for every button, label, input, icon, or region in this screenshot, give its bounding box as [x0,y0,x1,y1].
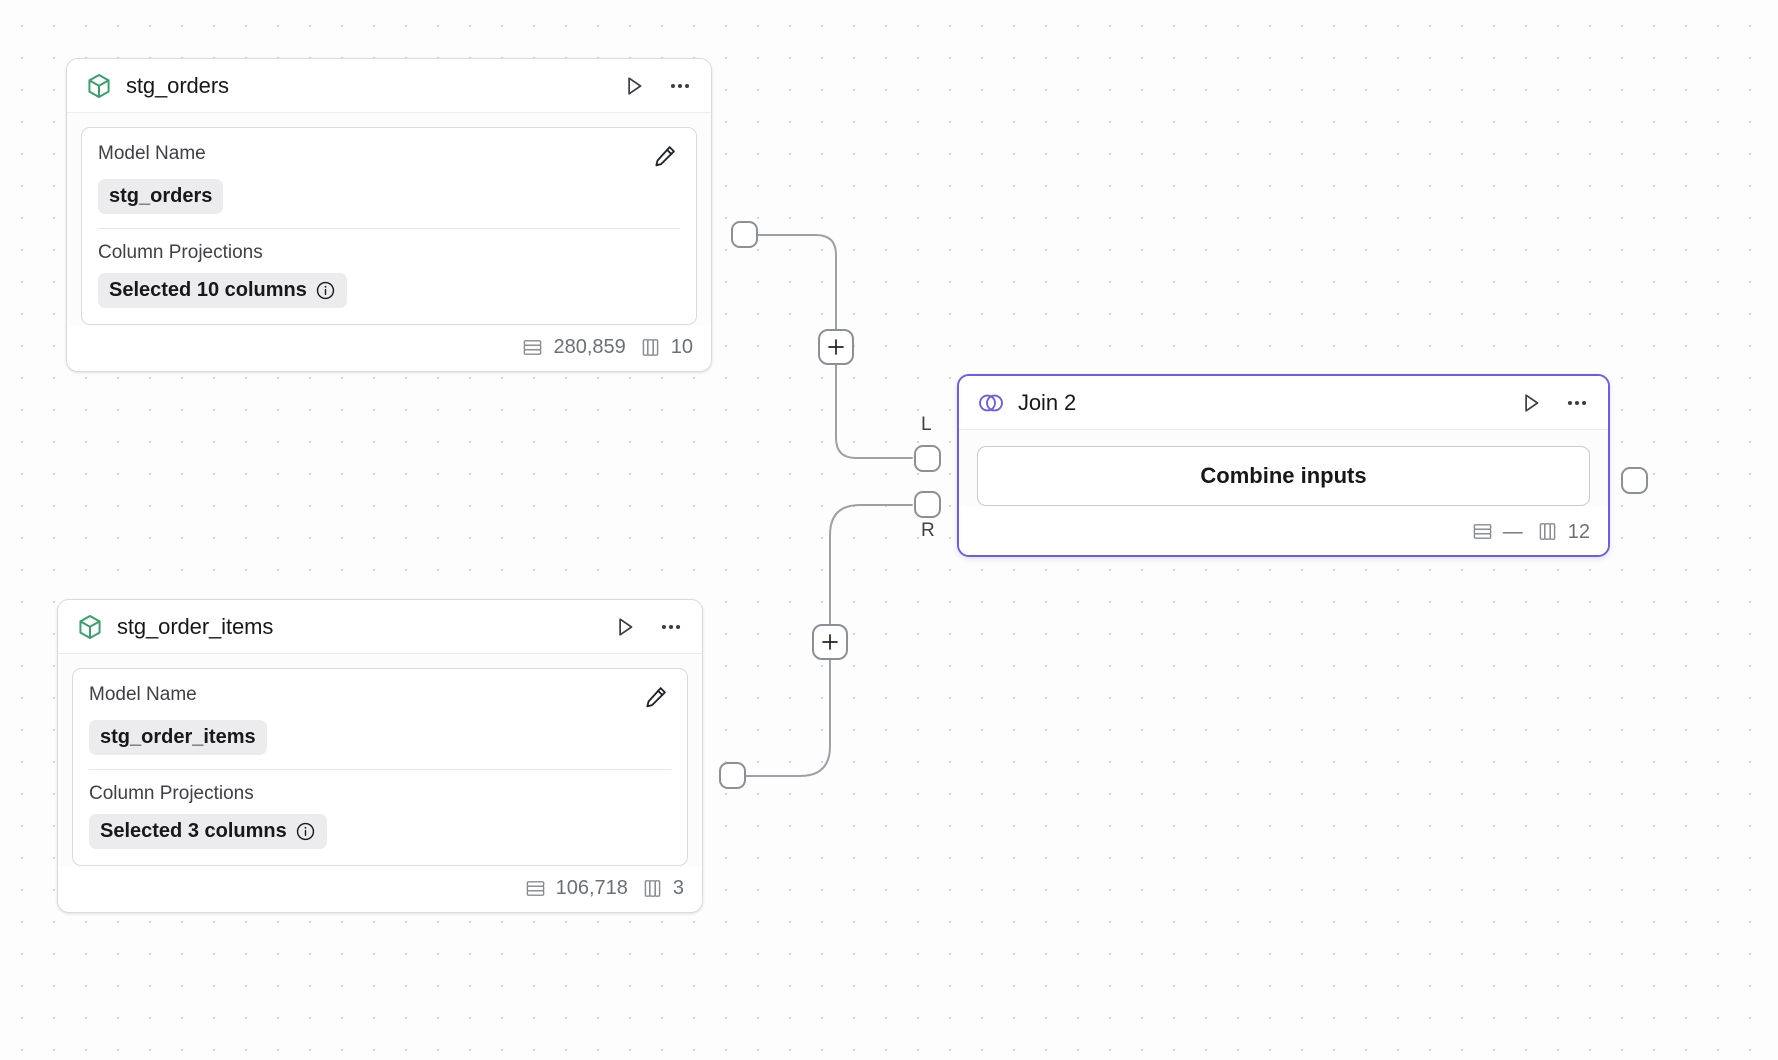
pencil-icon [646,687,666,708]
column-projections-value[interactable]: Selected 10 columns [98,272,347,308]
model-name-value[interactable]: stg_order_items [89,720,267,755]
edit-model-name-button[interactable] [650,141,680,171]
field-divider [98,228,680,229]
node-footer: 106,718 3 [58,865,702,912]
cube-icon [76,613,104,641]
columns-icon [642,338,659,356]
model-name-text: stg_orders [109,185,213,207]
rows-icon [524,339,542,355]
output-port-join[interactable] [1621,467,1648,494]
model-name-value[interactable]: stg_orders [98,179,224,214]
column-projections-label: Column Projections [98,242,263,263]
node-menu-button[interactable] [665,71,695,101]
run-node-button[interactable] [619,71,649,101]
ellipsis-icon [670,83,690,88]
edge-insert-node-button-right[interactable] [812,624,848,660]
input-port-left-label: L [921,414,932,435]
node-config-box: Model Name stg_order_items Column Projec… [72,668,688,866]
column-projections-text: Selected 10 columns [109,278,307,301]
info-icon[interactable] [295,821,316,842]
model-name-row: Model Name [98,142,680,171]
input-port-right-label: R [921,520,935,541]
row-count-value: 280,859 [553,336,626,359]
column-count-stat: 10 [639,336,693,359]
model-name-row: Model Name [89,683,671,712]
node-title: stg_order_items [117,613,274,639]
column-count-value: 3 [672,877,684,900]
row-count-value: 106,718 [555,877,628,900]
model-name-label: Model Name [89,684,197,705]
node-title: Join 2 [1018,389,1077,415]
ellipsis-icon [661,624,681,629]
node-footer: — 12 [959,506,1608,555]
pencil-icon [655,146,675,167]
column-count-stat: 3 [641,877,684,900]
node-header-actions [619,71,695,101]
play-icon [628,76,642,95]
column-projections-text: Selected 3 columns [100,819,287,842]
node-menu-button[interactable] [1562,388,1592,418]
node-footer: 280,859 10 [67,324,711,371]
edit-model-name-button[interactable] [641,682,671,712]
node-header[interactable]: stg_orders [67,59,711,113]
model-name-label: Model Name [98,143,206,164]
run-node-button[interactable] [1516,388,1546,418]
info-icon[interactable] [315,280,336,301]
column-count-stat: 12 [1536,520,1590,543]
output-port-stg-orders[interactable] [731,221,758,248]
node-join-2[interactable]: Join 2 Combine inputs [957,374,1610,557]
node-body: Model Name stg_orders Column Projections… [67,113,711,325]
column-count-value: 12 [1567,520,1590,543]
input-port-join-right[interactable] [914,491,941,518]
node-header-actions [1516,388,1592,418]
model-name-text: stg_order_items [100,726,256,748]
ellipsis-icon [1567,400,1587,405]
edge-insert-node-button-left[interactable] [818,329,854,365]
venn-join-icon [977,389,1005,417]
plus-icon [828,339,844,355]
run-node-button[interactable] [610,612,640,642]
node-config-box: Model Name stg_orders Column Projections… [81,127,697,325]
output-port-stg-order-items[interactable] [719,762,746,789]
node-title: stg_orders [126,72,229,98]
columns-icon [644,879,661,897]
node-stg-orders[interactable]: stg_orders Model Name [66,58,712,372]
row-count-stat: — [1471,520,1523,543]
node-header[interactable]: stg_order_items [58,600,702,654]
rows-icon [526,880,544,896]
rows-icon [1473,524,1492,539]
node-stg-order-items[interactable]: stg_order_items Model Name [57,599,703,913]
column-projections-value[interactable]: Selected 3 columns [89,813,327,849]
play-icon [619,617,633,636]
node-body: Model Name stg_order_items Column Projec… [58,654,702,866]
columns-icon [1539,523,1556,540]
node-body: Combine inputs [959,430,1608,506]
column-count-value: 10 [670,336,693,359]
cube-icon [85,72,113,100]
combine-inputs-button[interactable]: Combine inputs [977,446,1590,506]
row-count-stat: 280,859 [521,336,626,359]
play-icon [1525,393,1539,412]
node-menu-button[interactable] [656,612,686,642]
node-header-actions [610,612,686,642]
row-count-stat: 106,718 [524,877,628,900]
field-divider [89,769,671,770]
row-count-value: — [1502,520,1523,543]
input-port-join-left[interactable] [914,445,941,472]
node-header[interactable]: Join 2 [959,376,1608,430]
column-projections-label: Column Projections [89,783,254,804]
plus-icon [822,634,838,650]
